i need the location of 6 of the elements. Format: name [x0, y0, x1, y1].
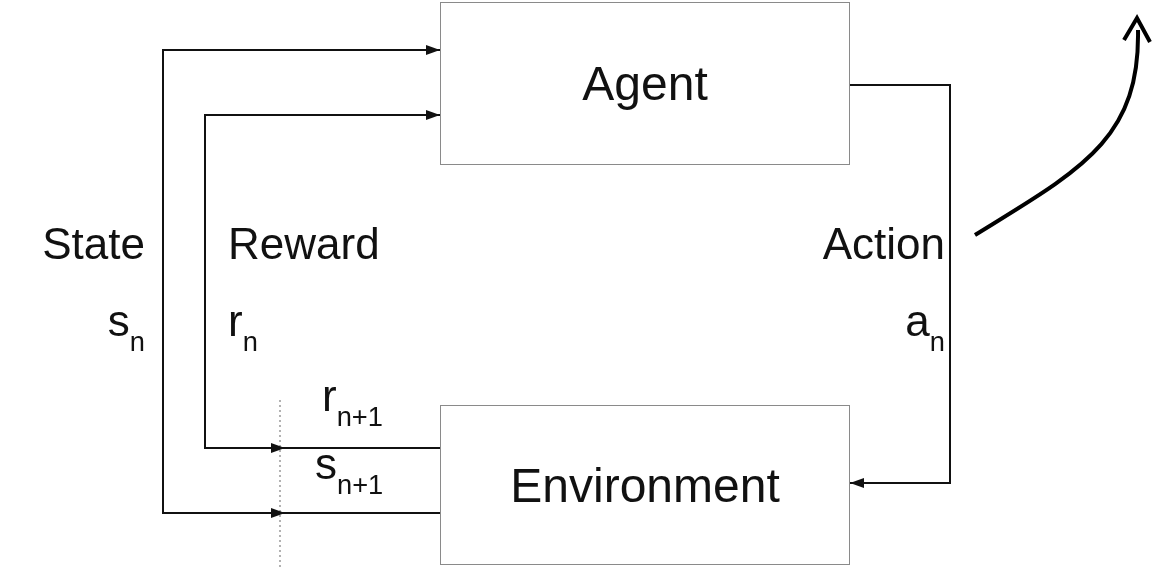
box-label: Environment: [510, 457, 780, 513]
process-box: [440, 2, 850, 165]
edge-label: State s$_{n}$: [42, 218, 145, 359]
box-label: Agent: [582, 56, 708, 111]
edge-label: Action a$_{n}$: [822, 218, 945, 359]
process-box: [440, 405, 850, 565]
